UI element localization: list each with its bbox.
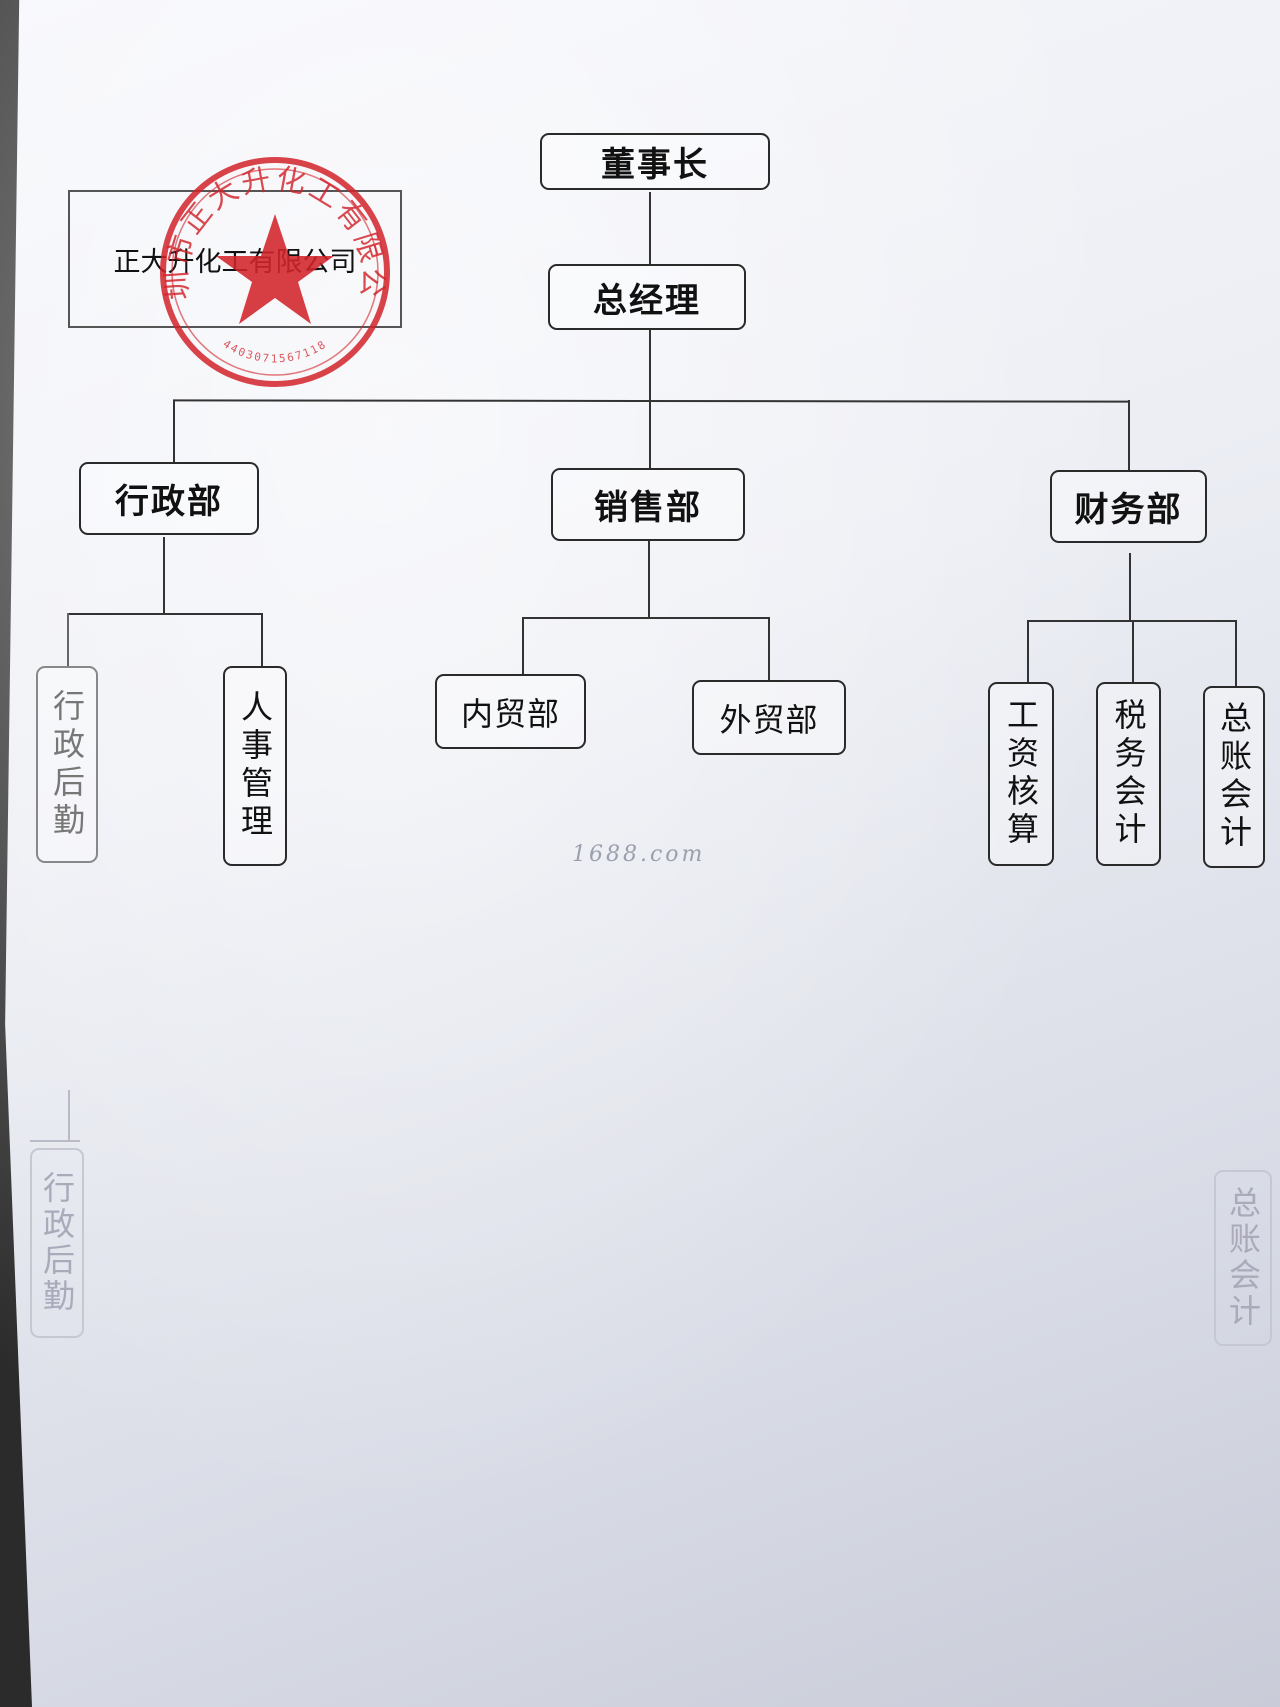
ghost-general-ledger: 总账会计: [1214, 1170, 1272, 1346]
connector-bus-finance: [1128, 400, 1130, 470]
connector-finance-tax: [1132, 620, 1134, 682]
node-general-ledger: 总账会计: [1203, 686, 1265, 868]
connector-admin-down: [163, 537, 165, 613]
connector-gm-sales: [649, 330, 651, 468]
connector-sales-domestic: [522, 617, 524, 674]
connector-finance-down: [1129, 553, 1131, 620]
seal-star-icon: [216, 214, 334, 324]
connector-finance-ledger: [1235, 620, 1237, 686]
node-admin-dept: 行政部: [79, 462, 259, 535]
node-hr-management: 人事管理: [223, 666, 287, 866]
watermark-text: 1688.com: [572, 842, 706, 867]
connector-admin-bus: [67, 613, 263, 615]
connector-chairman-gm: [649, 192, 651, 264]
company-seal: 深圳市正大升化工有限公司 4403071567118: [150, 150, 390, 387]
connector-admin-logistics: [67, 613, 69, 666]
node-finance-dept: 财务部: [1050, 470, 1207, 543]
node-payroll: 工资核算: [988, 682, 1054, 866]
connector-sales-foreign: [768, 617, 770, 680]
seal-number: 4403071567118: [221, 337, 328, 365]
ghost-admin-logistics: 行政后勤: [30, 1148, 84, 1338]
node-tax-accounting: 税务会计: [1096, 682, 1161, 866]
node-sales-dept: 销售部: [551, 468, 745, 541]
connector-sales-bus: [522, 617, 770, 619]
connector-finance-payroll: [1027, 620, 1029, 682]
connector-sales-down: [648, 540, 650, 617]
connector-bus-admin: [173, 400, 175, 462]
connector-admin-hr: [261, 613, 263, 666]
node-admin-logistics: 行政后勤: [36, 666, 98, 863]
node-foreign-trade: 外贸部: [692, 680, 846, 755]
node-general-manager: 总经理: [548, 264, 746, 330]
node-chairman: 董事长: [540, 133, 770, 190]
svg-text:4403071567118: 4403071567118: [221, 337, 330, 365]
node-domestic-trade: 内贸部: [435, 674, 586, 749]
